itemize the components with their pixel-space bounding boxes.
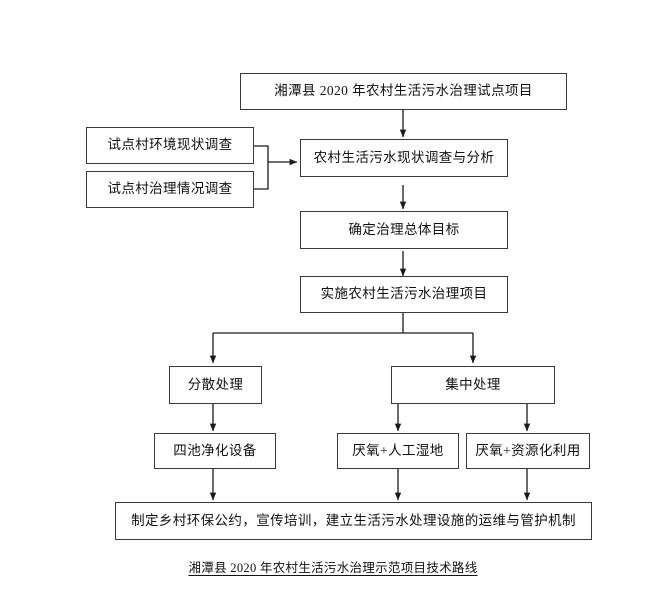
node-anaerobic-wetland[interactable]: 厌氧+人工湿地 [337, 433, 459, 469]
node-four-pond-label: 四池净化设备 [173, 442, 257, 458]
node-implement-project-label: 实施农村生活污水治理项目 [320, 286, 488, 302]
node-survey-environment[interactable]: 试点村环境现状调查 [86, 127, 254, 164]
node-anaerobic-wetland-label: 厌氧+人工湿地 [352, 442, 444, 458]
node-overall-goal[interactable]: 确定治理总体目标 [300, 211, 508, 249]
node-decentralized[interactable]: 分散处理 [169, 366, 262, 404]
node-centralized[interactable]: 集中处理 [391, 366, 555, 404]
node-four-pond[interactable]: 四池净化设备 [154, 433, 276, 469]
node-survey-treatment[interactable]: 试点村治理情况调查 [86, 171, 254, 208]
node-management[interactable]: 制定乡村环保公约，宣传培训，建立生活污水处理设施的运维与管护机制 [115, 502, 592, 540]
node-overall-goal-label: 确定治理总体目标 [348, 221, 460, 237]
connector-survey-treat-bus [254, 162, 269, 190]
node-project-title[interactable]: 湘潭县 2020 年农村生活污水治理试点项目 [240, 73, 567, 110]
node-centralized-label: 集中处理 [445, 376, 501, 392]
connector-implement-split [213, 311, 473, 334]
node-survey-treatment-label: 试点村治理情况调查 [107, 181, 233, 197]
diagram-caption: 湘潭县 2020 年农村生活污水治理示范项目技术路线 [0, 557, 666, 576]
node-anaerobic-resource-label: 厌氧+资源化利用 [475, 442, 581, 458]
diagram-caption-text: 湘潭县 2020 年农村生活污水治理示范项目技术路线 [188, 561, 478, 575]
node-implement-project[interactable]: 实施农村生活污水治理项目 [300, 276, 508, 313]
node-decentralized-label: 分散处理 [187, 376, 244, 392]
node-project-title-label: 湘潭县 2020 年农村生活污水治理试点项目 [274, 83, 533, 99]
node-anaerobic-resource[interactable]: 厌氧+资源化利用 [466, 433, 590, 469]
node-status-analysis[interactable]: 农村生活污水现状调查与分析 [300, 139, 508, 177]
node-status-analysis-label: 农村生活污水现状调查与分析 [313, 149, 495, 165]
connector-survey-env-bus [254, 145, 269, 162]
node-management-label: 制定乡村环保公约，宣传培训，建立生活污水处理设施的运维与管护机制 [131, 512, 576, 528]
node-survey-environment-label: 试点村环境现状调查 [107, 137, 233, 153]
